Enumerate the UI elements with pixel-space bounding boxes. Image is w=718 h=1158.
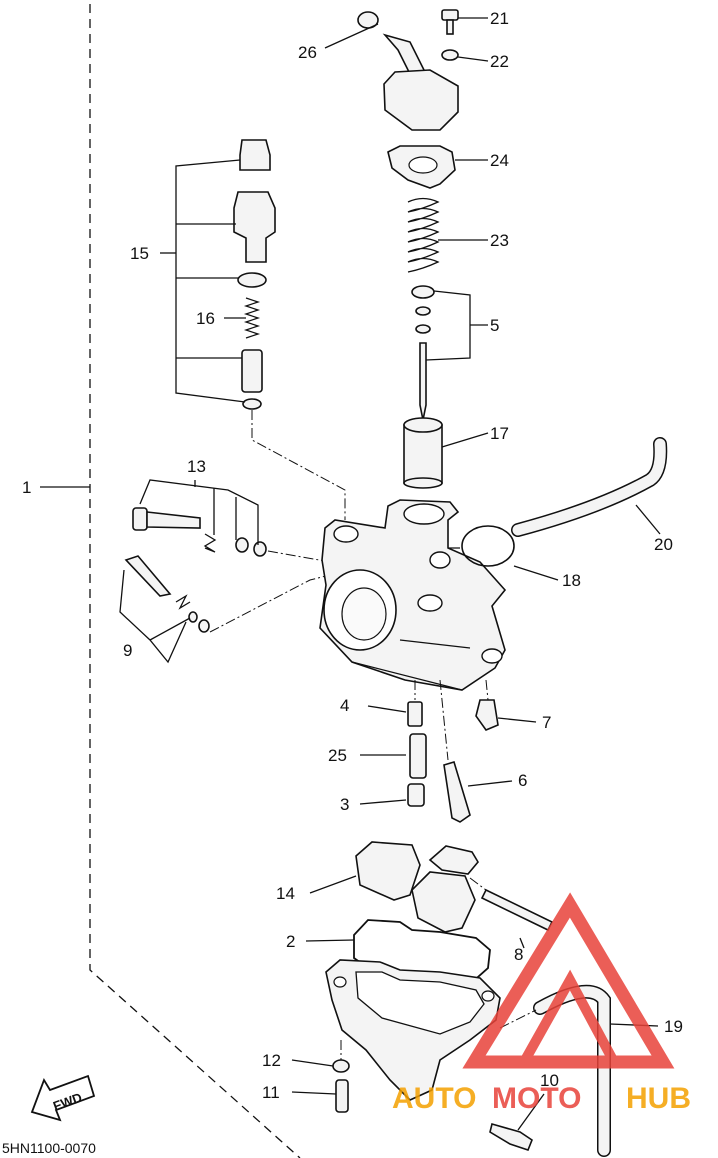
jet-needle (419, 342, 427, 421)
part-21-screw-shank (446, 19, 454, 35)
callout-24: 24 (490, 151, 509, 170)
part-6-needle-valve (443, 761, 471, 823)
leader-lines (291, 17, 661, 1131)
callout-11: 11 (262, 1083, 280, 1102)
callout-18: 18 (562, 571, 581, 590)
part-10-drain-screw (489, 1123, 533, 1151)
carburetor-body (319, 499, 507, 691)
pilot-screw-set (119, 555, 331, 664)
part-7-float-pin-guide (475, 699, 499, 731)
callout-15: 15 (130, 244, 149, 263)
callout-25: 25 (328, 746, 347, 765)
callout-2: 2 (286, 932, 295, 951)
callout-9: 9 (123, 641, 132, 660)
callout-labels: 1 2 3 4 5 6 7 8 9 10 11 12 13 14 15 16 1… (22, 9, 683, 1102)
starter-plunger-assembly (160, 139, 346, 520)
assembly-boundary (40, 4, 301, 1158)
main-jet-set (407, 679, 499, 823)
carb-top-cover (383, 69, 459, 131)
callout-8: 8 (514, 945, 523, 964)
fwd-arrow-icon: FWD (30, 1074, 96, 1122)
part-16-spring (243, 297, 261, 339)
callout-21: 21 (490, 9, 509, 28)
plunger (241, 349, 263, 393)
part-19-drain-hose (499, 984, 611, 1157)
callout-22: 22 (490, 52, 509, 71)
callout-20: 20 (654, 535, 673, 554)
part-18-o-ring (461, 525, 515, 567)
callout-10: 10 (540, 1071, 559, 1090)
jet-needle-set (411, 285, 488, 421)
part-11-screw (335, 1079, 349, 1113)
float-bowl (325, 959, 501, 1101)
plunger-nut (233, 191, 276, 263)
watermark-moto: MOTO (492, 1082, 581, 1115)
callout-1: 1 (22, 478, 31, 497)
part-14-float (355, 841, 479, 933)
callout-7: 7 (542, 713, 551, 732)
part-17-throttle-valve (403, 417, 443, 489)
callout-26: 26 (298, 43, 317, 62)
callout-16: 16 (196, 309, 215, 328)
plunger-cap (239, 139, 271, 171)
callout-12: 12 (262, 1051, 281, 1070)
watermark-hub: HUB (626, 1082, 691, 1115)
callout-17: 17 (490, 424, 509, 443)
callout-19: 19 (664, 1017, 683, 1036)
callout-14: 14 (276, 884, 295, 903)
automotohub-watermark-logo: AUTO MOTO HUB (392, 892, 691, 1115)
part-20-vent-hose (511, 437, 668, 537)
part-22-washer (441, 49, 459, 61)
part-8-float-pin (469, 877, 554, 932)
callout-4: 4 (340, 696, 349, 715)
bowl-screws (332, 1040, 533, 1151)
part-21-screw-head (441, 9, 459, 21)
top-cap-assembly (357, 9, 459, 273)
diagram-code: 5HN1100-0070 (2, 1140, 96, 1156)
watermark-auto: AUTO (392, 1082, 476, 1115)
callout-5: 5 (490, 316, 499, 335)
part-12-washer (332, 1059, 350, 1073)
part-23-spring (407, 197, 440, 273)
callout-13: 13 (187, 457, 206, 476)
callout-6: 6 (518, 771, 527, 790)
callout-23: 23 (490, 231, 509, 250)
throttle-stop-screw-set (132, 479, 326, 562)
callout-3: 3 (340, 795, 349, 814)
